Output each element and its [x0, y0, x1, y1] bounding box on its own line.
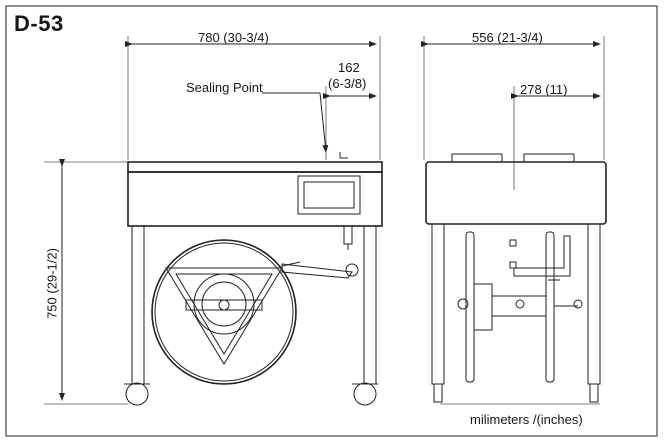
side-center-label: 278 (11): [520, 82, 568, 97]
tension-arm: [281, 263, 353, 279]
drawing-frame: [5, 5, 658, 437]
front-strap-reel: [151, 239, 297, 385]
reel-hub: [193, 273, 255, 335]
front-width-dimension: [125, 36, 381, 160]
reel-guard: [165, 267, 283, 365]
sealing-point-leader: [262, 92, 329, 153]
side-depth-label: 556 (21-3/4): [472, 30, 543, 45]
side-reel-axle: [491, 295, 547, 317]
height-dimension: [44, 159, 128, 405]
side-cabinet: [425, 161, 607, 225]
side-depth-dimension: [421, 36, 605, 160]
model-number: D-53: [14, 11, 64, 36]
side-view-machine: [425, 153, 607, 403]
front-view-machine: [124, 152, 383, 406]
side-tension-arm: [513, 235, 571, 277]
sealing-point-label: Sealing Point: [186, 80, 263, 95]
front-caster-right: [353, 382, 377, 406]
height-label: 750 (29-1/2): [44, 248, 60, 319]
front-control-panel: [297, 175, 361, 215]
side-center-dimension: [511, 86, 601, 190]
sealing-offset-mm-label: 162: [338, 60, 360, 75]
units-note: milimeters /(inches): [470, 412, 583, 427]
front-width-label: 780 (30-3/4): [198, 30, 269, 45]
sealing-offset-in-label: (6-3/8): [328, 76, 367, 91]
front-cabinet: [127, 171, 383, 227]
front-caster-left: [125, 382, 149, 406]
